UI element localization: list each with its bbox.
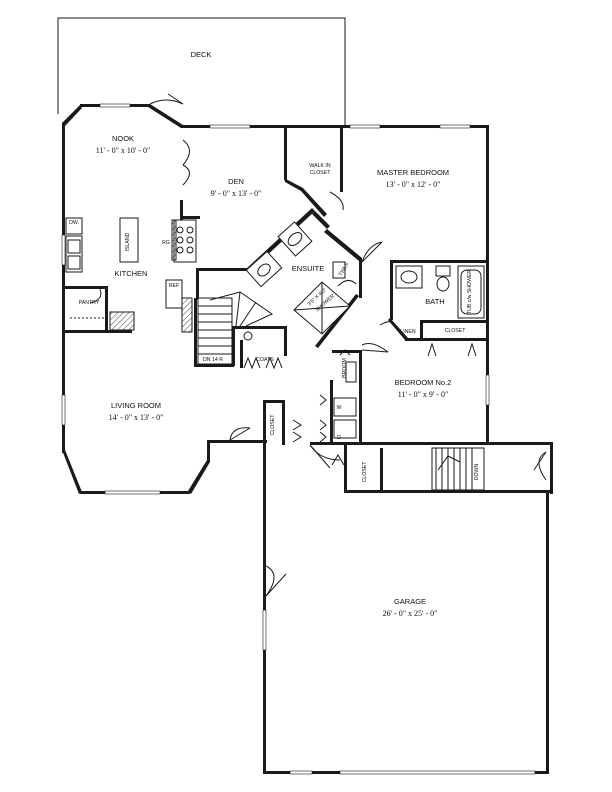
dryer-label: D: [337, 435, 341, 441]
den-label: DEN: [228, 177, 244, 186]
tub-shower-label: TUB c/w SHOWER: [467, 270, 473, 315]
walk-in-closet-label-2: CLOSET: [310, 170, 332, 176]
windows: [61, 103, 536, 775]
bed2-closet-label: CLOSET: [445, 328, 467, 334]
washer-label: W: [337, 405, 342, 411]
deck-outline: [57, 17, 346, 126]
bath-fixtures: [395, 265, 485, 319]
kitchen-fixtures: [65, 217, 197, 333]
entry-closet-label: CLOSET: [270, 414, 276, 436]
pantry-label: PANTRY: [79, 300, 100, 306]
nook-size: 11' - 0" x 10' - 0": [96, 146, 150, 155]
garage-stairs-down-label: DOWN: [474, 464, 480, 481]
broom-label: BROOM: [342, 358, 348, 378]
nook-label: NOOK: [112, 134, 134, 143]
den-size: 9' - 0" x 13' - 0": [211, 189, 262, 198]
bedroom2-label: BEDROOM No.2: [395, 378, 452, 387]
kitchen-label: KITCHEN: [115, 269, 148, 278]
island-label: ISLAND: [125, 232, 131, 251]
linen-label: LINEN: [400, 329, 416, 335]
stairs-down-label: DN 14 R: [203, 357, 223, 363]
laundry-appliances: [333, 361, 357, 439]
bifold-doors: [243, 342, 477, 466]
garage-closet-label: CLOSET: [362, 461, 368, 483]
bedroom2-size: 11' - 0" x 9' - 0": [398, 390, 448, 399]
bath-label: BATH: [425, 297, 444, 306]
exterior-walls: [62, 104, 553, 774]
dishwasher-label: DW.: [69, 220, 79, 226]
ensuite-fixtures: [245, 221, 351, 335]
garage-label: GARAGE: [394, 597, 426, 606]
range-label: RG: [162, 240, 170, 246]
living-room-label: LIVING ROOM: [111, 401, 161, 410]
master-bedroom-size: 13' - 0" x 12' - 0": [386, 180, 441, 189]
living-room-size: 14' - 0" x 13' - 0": [109, 413, 164, 422]
door-swings: [89, 93, 547, 597]
refrigerator-label: REF: [169, 283, 179, 289]
garage-stairs: [431, 447, 485, 491]
master-bedroom-label: MASTER BEDROOM: [377, 168, 449, 177]
main-stairs: [197, 291, 274, 365]
ensuite-label: ENSUITE: [292, 264, 325, 273]
deck-label: DECK: [191, 50, 212, 59]
coats-label: COATS: [256, 357, 274, 363]
walk-in-closet-label-1: WALK IN: [309, 163, 330, 169]
garage-size: 26' - 0" x 25' - 0": [383, 609, 438, 618]
